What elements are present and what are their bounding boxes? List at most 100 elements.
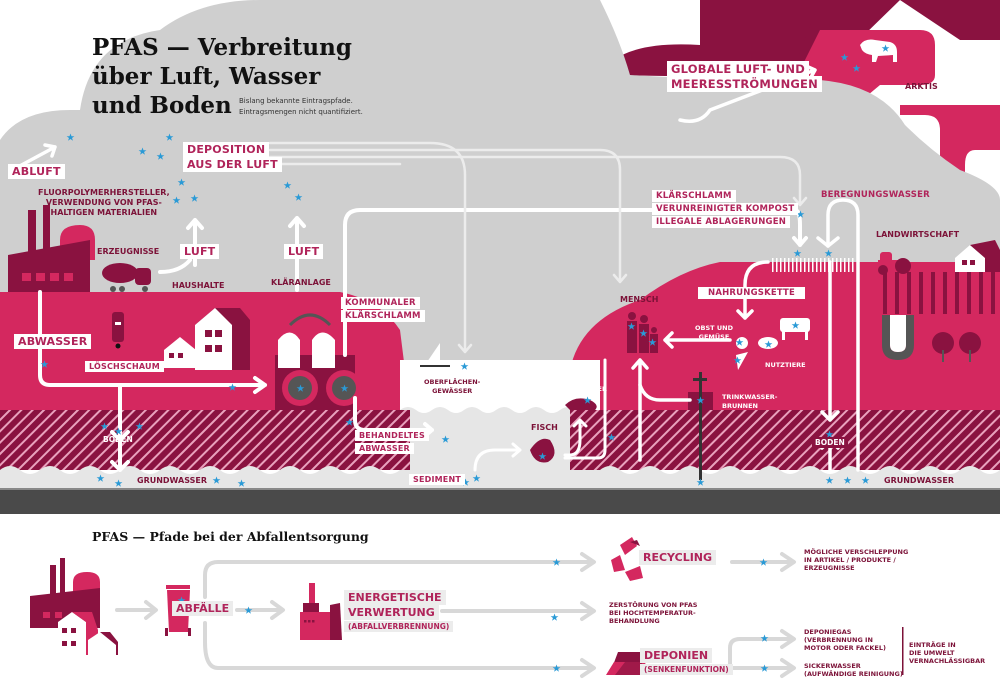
eintraege-line-2: die Umwelt	[909, 649, 955, 657]
label-zerstoerung: Zerstörung von PFAS bei Hochtemperatur- …	[609, 601, 697, 625]
label-nahrungskette: Nahrungskette	[698, 287, 806, 299]
label-deponiegas: Deponiegas (Verbrennung in Motor oder Fa…	[804, 628, 886, 652]
label-sediment: Sediment	[409, 474, 466, 485]
sickerwasser-line-2: (aufwändige Reinigung)	[804, 670, 903, 678]
recycling-icon	[611, 537, 643, 581]
incinerator-icon	[300, 583, 342, 640]
waste-arrows	[115, 552, 796, 678]
sickerwasser-line-1: Sickerwasser	[804, 662, 861, 670]
label-klaerschlamm: Klärschlamm	[652, 190, 736, 202]
manufacturer-line-1: Fluorpolymerhersteller,	[38, 188, 170, 197]
label-grundwasser-left: Grundwasser	[137, 476, 208, 485]
oberflaechen-line-1: Oberflächen-	[424, 378, 481, 386]
verschleppung-line-3: Erzeugnisse	[804, 564, 855, 572]
label-deponien-2: (Senkenfunktion)	[640, 664, 733, 675]
label-landwirtschaft: Landwirtschaft	[876, 230, 960, 239]
groundwater-layer	[0, 466, 1000, 490]
label-beregnungswasser: Beregnungswasser	[821, 190, 930, 200]
subtitle: Bislang bekannte Eintragspfade. Eintrags…	[239, 96, 363, 118]
label-oberflaechen: Oberflächen- gewässer	[424, 378, 480, 396]
page-title: PFAS — Verbreitung über Luft, Wasser und…	[92, 33, 352, 120]
trinkwasser-line-1: Trinkwasser-	[722, 393, 778, 401]
title-line-3: und Boden	[92, 92, 232, 119]
label-arktis: Arktis	[905, 82, 938, 91]
farm-field	[772, 258, 995, 362]
label-grundwasser-right: Grundwasser	[884, 476, 955, 485]
polar-bear-icon	[860, 39, 897, 62]
label-abwasser: Abwasser	[14, 334, 92, 349]
label-haushalte: Haushalte	[172, 281, 225, 290]
obst-line-1: Obst und	[695, 324, 733, 332]
label-energetische-2: Verwertung	[344, 605, 439, 620]
label-energetische-3: (Abfallverbrennung)	[344, 621, 454, 632]
label-loeschschaum: Löschschaum	[85, 361, 164, 372]
label-global-1: Globale Luft- und	[667, 61, 809, 77]
tractor-icon	[878, 252, 944, 275]
trinkwasser-line-2: brunnen	[722, 402, 758, 410]
sailboat-icon	[420, 343, 450, 367]
label-behandeltes-1: Behandeltes	[355, 430, 429, 441]
deponiegas-line-3: Motor oder Fackel)	[804, 644, 886, 652]
label-luft-haushalte: Luft	[180, 244, 220, 259]
label-obst-gemuese: Obst und Gemüse	[695, 324, 733, 342]
label-abluft: Abluft	[8, 164, 65, 179]
bracket-divider	[902, 627, 904, 675]
flow-arrows	[14, 64, 860, 472]
label-eintraege: Einträge in die Umwelt vernachlässigbar	[909, 641, 985, 665]
label-erzeugnisse: Erzeugnisse	[97, 247, 160, 256]
soil-right	[570, 410, 1000, 470]
fish-icon	[530, 438, 555, 463]
label-mensch: Mensch	[620, 295, 659, 304]
label-abfaelle: Abfälle	[172, 601, 234, 616]
label-deposition-1: Deposition	[183, 142, 270, 157]
eintraege-line-3: vernachlässigbar	[909, 657, 986, 665]
landfill-icon	[606, 652, 648, 675]
deponiegas-line-1: Deponiegas	[804, 628, 852, 636]
factory-icon	[8, 205, 95, 292]
fire-extinguisher-icon	[112, 312, 124, 349]
farmhouse-icon	[955, 240, 1000, 272]
label-luft-klaeranlage: Luft	[284, 244, 324, 259]
zerstoerung-line-3: behandlung	[609, 617, 660, 625]
eintraege-line-1: Einträge in	[909, 641, 956, 649]
label-recycling: Recycling	[639, 550, 717, 565]
label-manufacturer: Fluorpolymerhersteller, Verwendung von P…	[38, 188, 170, 218]
manufacturer-line-3: haltigen Materialien	[50, 208, 158, 217]
oberflaechen-line-2: gewässer	[432, 387, 473, 395]
label-otter: Otter	[583, 385, 607, 393]
label-verschleppung: Mögliche Verschleppung in Artikel / Prod…	[804, 548, 908, 572]
manufacturer-line-2: Verwendung von PFAS-	[45, 198, 162, 207]
label-energetische-1: Energetische	[344, 590, 446, 605]
tank-truck-icon	[102, 263, 151, 292]
label-boden-left: Boden	[103, 435, 133, 444]
houses-icon	[164, 308, 250, 370]
waste-diagram	[30, 537, 904, 678]
zerstoerung-line-1: Zerstörung von PFAS	[609, 601, 698, 609]
label-behandeltes-2: Abwasser	[355, 443, 414, 454]
soil-left	[0, 410, 410, 470]
obst-line-2: Gemüse	[698, 333, 730, 341]
waste-sources-icon	[30, 558, 118, 655]
label-deponien-1: Deponien	[640, 648, 713, 663]
label-klaeranlage: Kläranlage	[271, 278, 331, 287]
bedrock-layer	[0, 490, 1000, 514]
label-kompost: Verunreinigter Kompost	[652, 203, 799, 215]
zerstoerung-line-2: bei Hochtemperatur-	[609, 609, 696, 617]
verschleppung-line-1: Mögliche Verschleppung	[804, 548, 909, 556]
title-line-2: über Luft, Wasser	[92, 63, 321, 90]
label-ablagerungen: Illegale Ablagerungen	[652, 216, 791, 228]
label-boden-right: Boden	[812, 437, 848, 448]
verschleppung-line-2: in Artikel / Produkte /	[804, 556, 896, 564]
label-fisch: Fisch	[531, 423, 558, 432]
title-line-1: PFAS — Verbreitung	[92, 34, 352, 61]
label-kommunaler-1: Kommunaler	[341, 297, 420, 309]
label-deposition-2: aus der Luft	[183, 157, 282, 172]
deponiegas-line-2: (Verbrennung in	[804, 636, 873, 644]
label-kommunaler-2: Klärschlamm	[341, 310, 425, 322]
label-nutztiere: Nutztiere	[765, 361, 806, 369]
label-global-2: Meeresströmungen	[667, 76, 822, 92]
subtitle-line-1: Bislang bekannte Eintragspfade.	[239, 97, 353, 105]
subtitle-line-2: Eintragsmengen nicht quantifiziert.	[239, 108, 363, 116]
waste-section-title: PFAS — Pfade bei der Abfallentsorgung	[92, 529, 369, 544]
